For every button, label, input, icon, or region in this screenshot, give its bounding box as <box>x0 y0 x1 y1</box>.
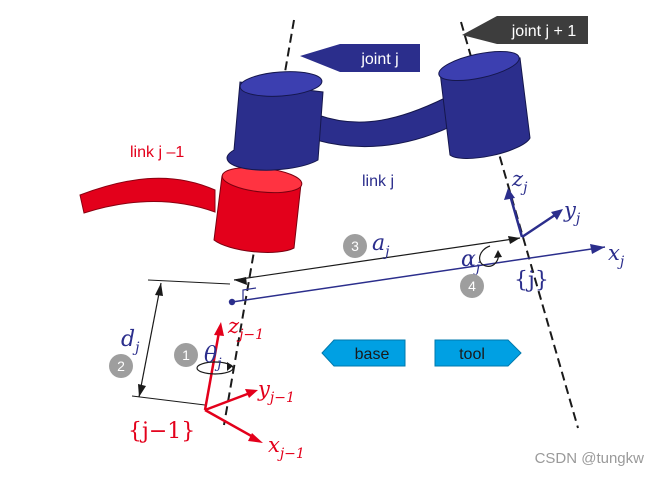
callout-joint-j1: joint j + 1 <box>462 16 588 44</box>
link-j-body <box>315 97 453 148</box>
svg-text:1: 1 <box>182 347 190 363</box>
alpha-rotation-arrow <box>479 245 502 267</box>
origin-dot <box>228 298 236 306</box>
step-badge-1: 1 <box>174 343 198 367</box>
label-frame-jm1: {j−1} <box>128 419 195 444</box>
step-badge-4: 4 <box>460 274 484 298</box>
step-badge-3: 3 <box>343 234 367 258</box>
svg-text:4: 4 <box>468 278 476 294</box>
tool-button[interactable]: tool <box>434 339 522 367</box>
cylinder-joint-j1 <box>438 50 531 159</box>
label-a-j: aj <box>372 231 390 260</box>
tool-button-label: tool <box>459 346 485 363</box>
watermark: CSDN @tungkw <box>535 450 645 467</box>
theta-rotation-arrow <box>196 361 234 375</box>
label-frame-j: {j} <box>514 268 549 293</box>
label-link-j: link j <box>362 173 394 190</box>
label-z-j: zj <box>511 167 528 196</box>
frame-j-axes <box>504 188 563 239</box>
x-j-arrowhead <box>590 244 605 254</box>
label-y-jm1: yj−1 <box>257 377 295 406</box>
link-jm1-body <box>79 177 216 214</box>
base-button-label: base <box>355 346 390 363</box>
x-j-axis-line <box>231 246 606 303</box>
cylinder-joint-j <box>226 71 324 171</box>
label-x-j: xj <box>608 241 625 270</box>
label-theta-j: θj <box>204 343 222 372</box>
label-y-j: yj <box>563 198 581 227</box>
cylinder-red <box>213 166 303 253</box>
a-j-arrow-left <box>234 277 247 285</box>
label-x-jm1: xj−1 <box>268 433 305 462</box>
callout-joint-j: joint j <box>300 44 420 72</box>
svg-text:2: 2 <box>117 358 125 374</box>
label-z-jm1: zj−1 <box>227 314 264 343</box>
a-j-dimension <box>233 237 521 281</box>
label-joint-j: joint j <box>360 51 398 68</box>
label-d-j: dj <box>121 327 140 356</box>
label-joint-j1: joint j + 1 <box>511 23 577 40</box>
base-button[interactable]: base <box>321 339 406 367</box>
label-link-jm1: link j –1 <box>130 144 184 161</box>
d-j-dimension <box>131 279 231 406</box>
joint-j-axis <box>223 19 295 426</box>
a-j-arrow-right <box>508 236 520 244</box>
frame-jm1-axes <box>203 322 263 443</box>
svg-text:3: 3 <box>351 238 359 254</box>
label-alpha-j: αj <box>461 247 481 276</box>
step-badge-2: 2 <box>109 354 133 378</box>
right-angle-mark <box>242 287 257 300</box>
